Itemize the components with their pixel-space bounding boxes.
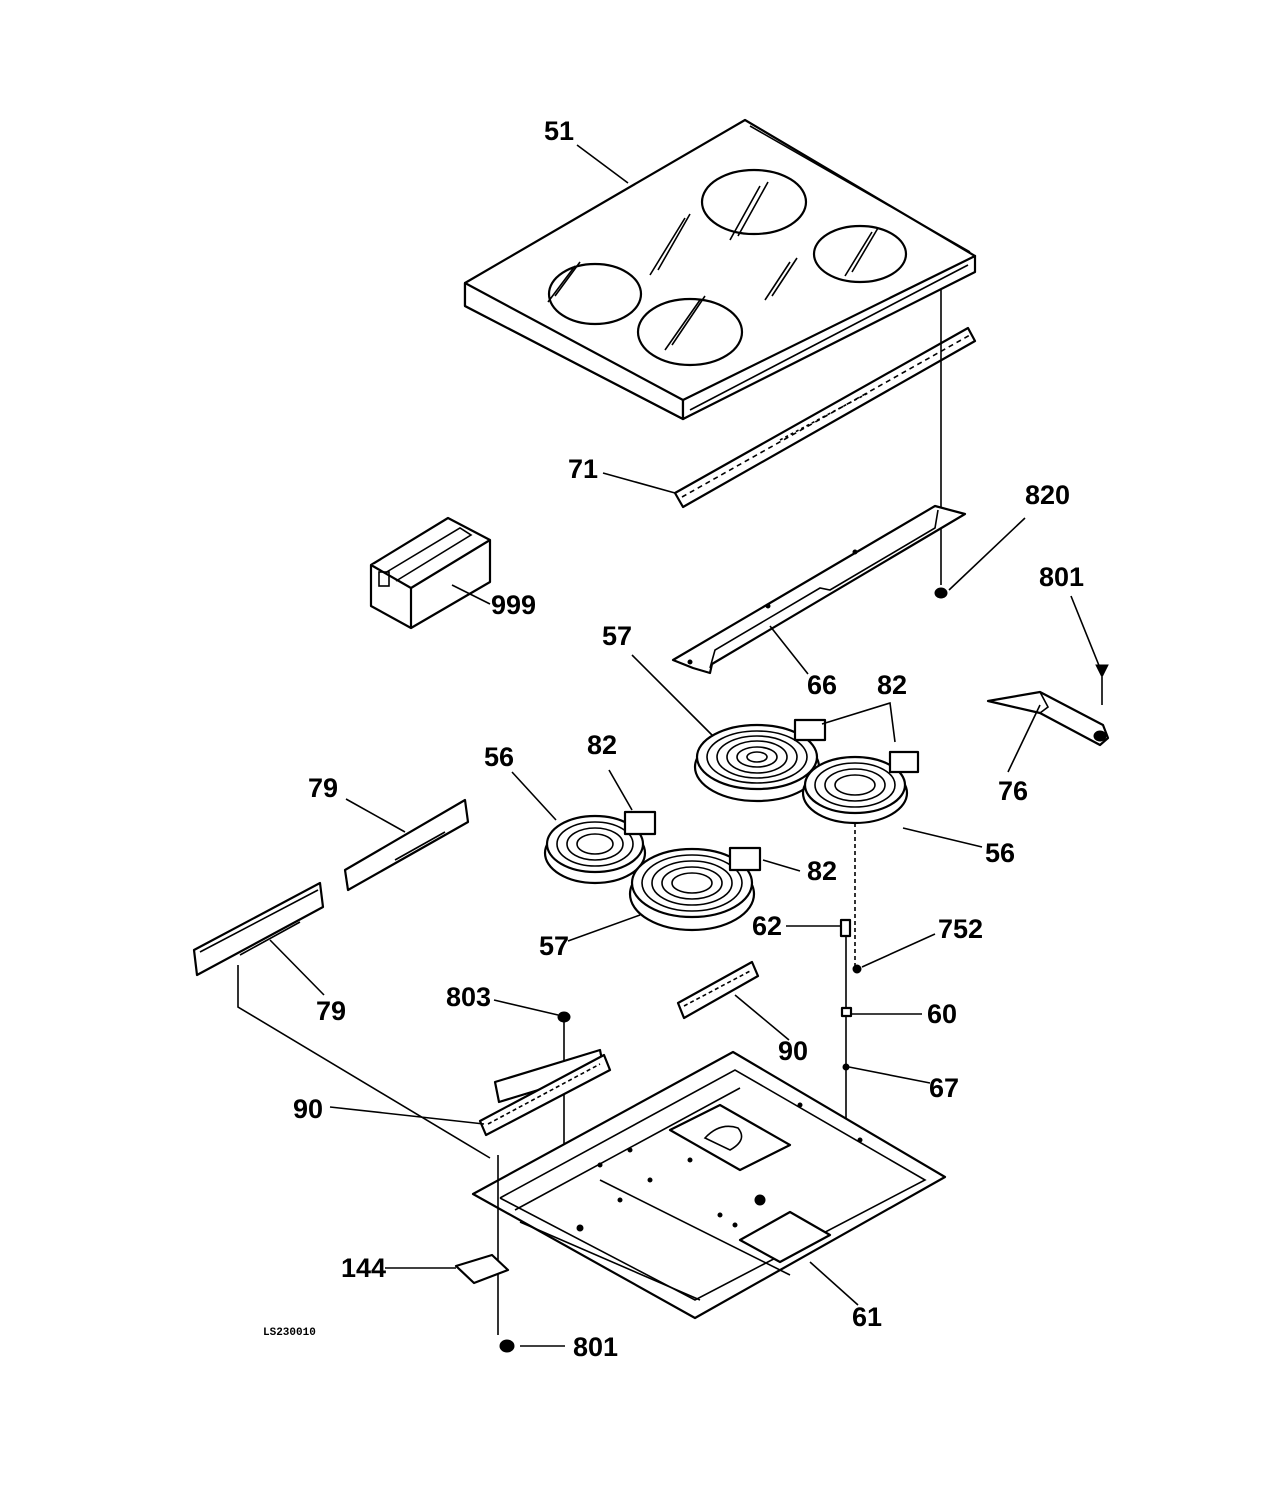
part-57-element-front — [628, 846, 762, 932]
part-66-bracket — [671, 504, 967, 675]
part-999-box — [369, 516, 492, 630]
callout-67: 67 — [929, 1073, 959, 1103]
part-57-element-back — [693, 718, 827, 803]
callout-57-front: 57 — [539, 931, 569, 961]
part-90-bracket-left — [478, 1048, 612, 1137]
callout-76: 76 — [998, 776, 1028, 806]
part-144-clip — [454, 1253, 510, 1285]
part-801-screw-bottom — [499, 1339, 515, 1353]
callout-803: 803 — [446, 982, 491, 1012]
drawing-id: LS230010 — [263, 1327, 316, 1339]
callout-71: 71 — [568, 454, 598, 484]
callout-144: 144 — [341, 1253, 386, 1283]
callout-79-lower: 79 — [316, 996, 346, 1026]
leader-lines — [269, 144, 1101, 1347]
callout-801-top: 801 — [1039, 562, 1084, 592]
callout-labels: 51 71 820 999 801 57 66 82 76 56 82 79 8… — [263, 116, 1084, 1362]
callout-79-upper: 79 — [308, 773, 338, 803]
part-79-trim-upper — [343, 798, 470, 892]
part-79-trim-lower — [192, 881, 491, 1159]
part-61-bottom-pan — [471, 1050, 947, 1335]
callout-56-right: 56 — [985, 838, 1015, 868]
callout-82-right: 82 — [877, 670, 907, 700]
part-51-cooktop-glass — [463, 118, 977, 421]
callout-51: 51 — [544, 116, 574, 146]
part-56-element-right — [801, 750, 920, 968]
part-71-trim-rail — [673, 326, 977, 509]
callout-66: 66 — [807, 670, 837, 700]
callout-61: 61 — [852, 1302, 882, 1332]
part-76-bracket — [986, 690, 1110, 747]
callout-90-right: 90 — [778, 1036, 808, 1066]
callout-752: 752 — [938, 914, 983, 944]
part-56-element-left — [543, 810, 657, 885]
callout-56-left: 56 — [484, 742, 514, 772]
callout-999: 999 — [491, 590, 536, 620]
callout-82-front: 82 — [807, 856, 837, 886]
callout-62: 62 — [752, 911, 782, 941]
part-90-clip-right — [676, 960, 760, 1020]
callout-60: 60 — [927, 999, 957, 1029]
callout-820: 820 — [1025, 480, 1070, 510]
callout-57-back: 57 — [602, 621, 632, 651]
part-801-screw-top — [1095, 664, 1109, 705]
callout-801-bottom: 801 — [573, 1332, 618, 1362]
callout-82-left: 82 — [587, 730, 617, 760]
callout-90-left: 90 — [293, 1094, 323, 1124]
part-820-screw — [934, 290, 948, 599]
